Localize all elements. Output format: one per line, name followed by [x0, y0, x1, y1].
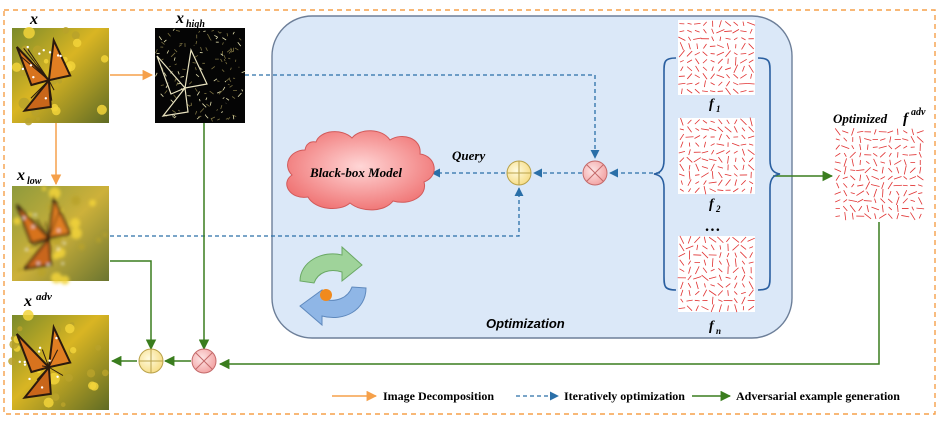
label-f2-sub: 2 [715, 204, 721, 214]
optimization-panel [271, 15, 793, 339]
legend: Image Decomposition Iteratively optimiza… [332, 389, 900, 403]
flow-field-f1 [678, 20, 756, 95]
label-x-low-sub: low [27, 176, 42, 187]
legend-label-decomposition: Image Decomposition [383, 389, 494, 403]
legend-label-iterative: Iteratively optimization [564, 389, 685, 403]
label-x-high-sub: high [186, 19, 205, 30]
label-fn-sub: n [716, 326, 721, 336]
label-f2: f [709, 197, 715, 212]
label-x-low: x [16, 167, 25, 184]
flow-field-f2 [678, 117, 755, 195]
label-fn: f [709, 319, 715, 334]
arrow-optimized-to-final-mult [218, 222, 880, 370]
label-x-adv: x [23, 293, 32, 310]
label-x-adv-sup: adv [36, 291, 52, 303]
plus-operator-final [138, 348, 164, 374]
black-box-cloud [286, 130, 435, 211]
image-x-low [12, 186, 109, 285]
label-f1: f [709, 97, 715, 112]
label-f-adv-sup: adv [911, 107, 926, 118]
optimization-label: Optimization [486, 316, 565, 331]
label-ellipsis: … [705, 218, 721, 235]
iteration-cycle-icon [299, 245, 367, 327]
arrow-x-high-to-mult [245, 74, 600, 159]
image-x [11, 26, 109, 126]
image-x-adv [8, 309, 109, 410]
legend-label-adversarial: Adversarial example generation [736, 389, 900, 403]
right-brace [757, 57, 781, 291]
label-x: x [29, 11, 38, 28]
label-f-adv: f [903, 111, 910, 127]
left-brace [653, 57, 677, 291]
multiply-operator-final [191, 348, 217, 374]
arrow-x-low-to-final-plus [110, 260, 157, 351]
flow-field-fn [677, 235, 755, 313]
black-box-label: Black-box Model [309, 165, 402, 180]
flow-field-optimized [834, 128, 925, 221]
multiply-operator-query [582, 160, 608, 186]
image-x-high [155, 28, 246, 123]
query-label: Query [452, 148, 485, 163]
arrow-x-low-to-plus [110, 187, 524, 237]
label-optimized: Optimized [833, 111, 888, 126]
outer-frame [3, 9, 936, 415]
label-f1-sub: 1 [716, 104, 721, 114]
label-x-high: x [175, 10, 184, 27]
plus-operator-query [506, 160, 532, 186]
